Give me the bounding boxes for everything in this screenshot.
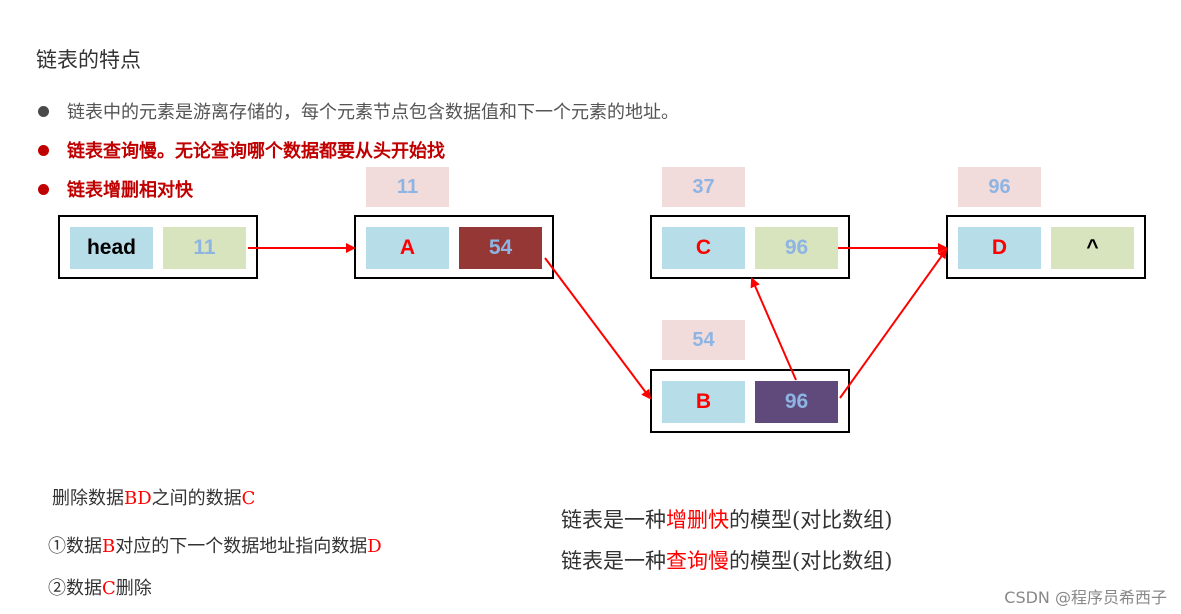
head-next: 11 (163, 227, 246, 269)
head-node: head 11 (58, 215, 258, 279)
node-a: A 54 (354, 215, 554, 279)
node-c-data: C (662, 227, 745, 269)
bullet-dot-icon (38, 183, 49, 195)
note-step-2: ②数据C删除 (48, 578, 152, 599)
node-d-next: ^ (1051, 227, 1134, 269)
bullet-text: 链表中的元素是游离存储的，每个元素节点包含数据值和下一个元素的地址。 (67, 102, 679, 123)
node-b: B 96 (650, 369, 850, 433)
node-d-address: 96 (958, 167, 1041, 207)
page-title: 链表的特点 (36, 48, 141, 72)
node-c: C 96 (650, 215, 850, 279)
bullet-dot-icon (38, 144, 49, 156)
bullet-item: 链表增删相对快 (38, 176, 193, 202)
arrow-a-to-b (544, 257, 652, 400)
node-a-next: 54 (459, 227, 542, 269)
node-d-data: D (958, 227, 1041, 269)
node-b-data: B (662, 381, 745, 423)
summary-fast-modify: 链表是一种增删快的模型(对比数组) (561, 508, 893, 532)
node-a-data: A (366, 227, 449, 269)
note-delete-c: 删除数据BD之间的数据C (52, 488, 256, 509)
bullet-text: 链表增删相对快 (67, 180, 193, 201)
node-c-next: 96 (755, 227, 838, 269)
bullet-item: 链表中的元素是游离存储的，每个元素节点包含数据值和下一个元素的地址。 (38, 98, 679, 124)
node-b-address: 54 (662, 320, 745, 360)
bullet-dot-icon (38, 105, 49, 117)
node-b-next: 96 (755, 381, 838, 423)
arrow-b-to-d (839, 248, 948, 399)
node-c-address: 37 (662, 167, 745, 207)
bullet-item: 链表查询慢。无论查询哪个数据都要从头开始找 (38, 137, 445, 163)
bullet-text: 链表查询慢。无论查询哪个数据都要从头开始找 (67, 141, 445, 162)
summary-slow-query: 链表是一种查询慢的模型(对比数组) (561, 549, 893, 573)
watermark: CSDN @程序员希西子 (1004, 588, 1167, 607)
node-a-address: 11 (366, 167, 449, 207)
head-label: head (70, 227, 153, 269)
note-step-1: ①数据B对应的下一个数据地址指向数据D (48, 536, 382, 557)
node-d: D ^ (946, 215, 1146, 279)
arrow-b-to-c (750, 277, 797, 381)
